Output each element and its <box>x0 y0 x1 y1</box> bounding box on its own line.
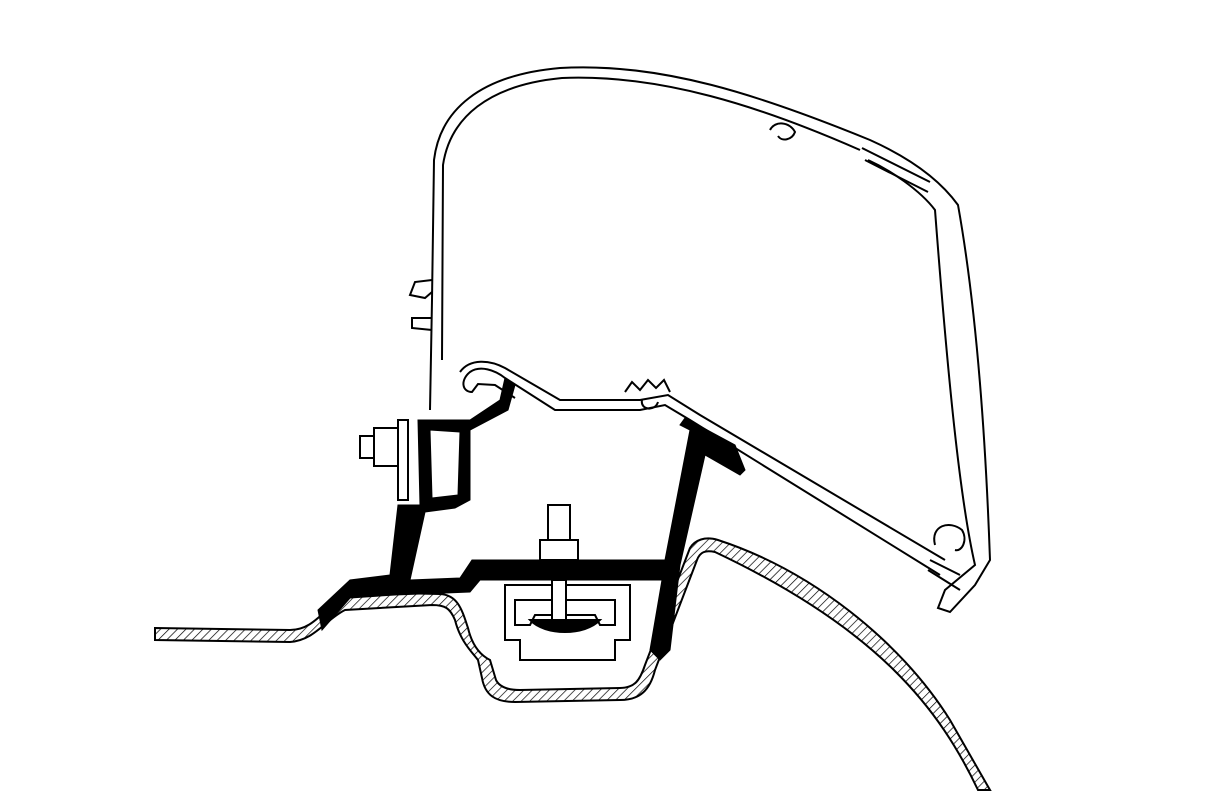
adapter-inner-box <box>429 429 461 499</box>
awning-housing <box>408 66 992 614</box>
t-bolt-shank <box>551 579 567 621</box>
side-hook-lower <box>411 317 433 331</box>
adapter-profile <box>317 377 746 661</box>
roof-panel <box>154 537 992 791</box>
side-nut <box>373 427 399 467</box>
awning-bottom-edge <box>462 367 941 576</box>
rail-channel <box>504 584 631 661</box>
side-hook-upper <box>408 279 433 300</box>
vehicle-roof <box>154 537 992 791</box>
adapter-base <box>317 377 746 661</box>
top-clip-2 <box>861 147 931 193</box>
vertical-bolt-shank <box>547 504 571 544</box>
top-clip-1 <box>769 122 797 141</box>
fasteners <box>359 419 579 621</box>
roof-rail <box>504 584 631 661</box>
side-bolt-head <box>359 435 375 459</box>
center-clip <box>624 378 671 410</box>
t-bolt-head <box>527 619 603 633</box>
awning-housing-inner <box>441 76 861 361</box>
awning-housing-outer <box>429 66 992 614</box>
side-plate <box>397 419 409 501</box>
rail-slot <box>514 599 616 626</box>
awning-bottom-edge-inner <box>459 360 946 561</box>
vertical-nut <box>539 539 579 561</box>
front-channel-clip <box>927 524 966 591</box>
